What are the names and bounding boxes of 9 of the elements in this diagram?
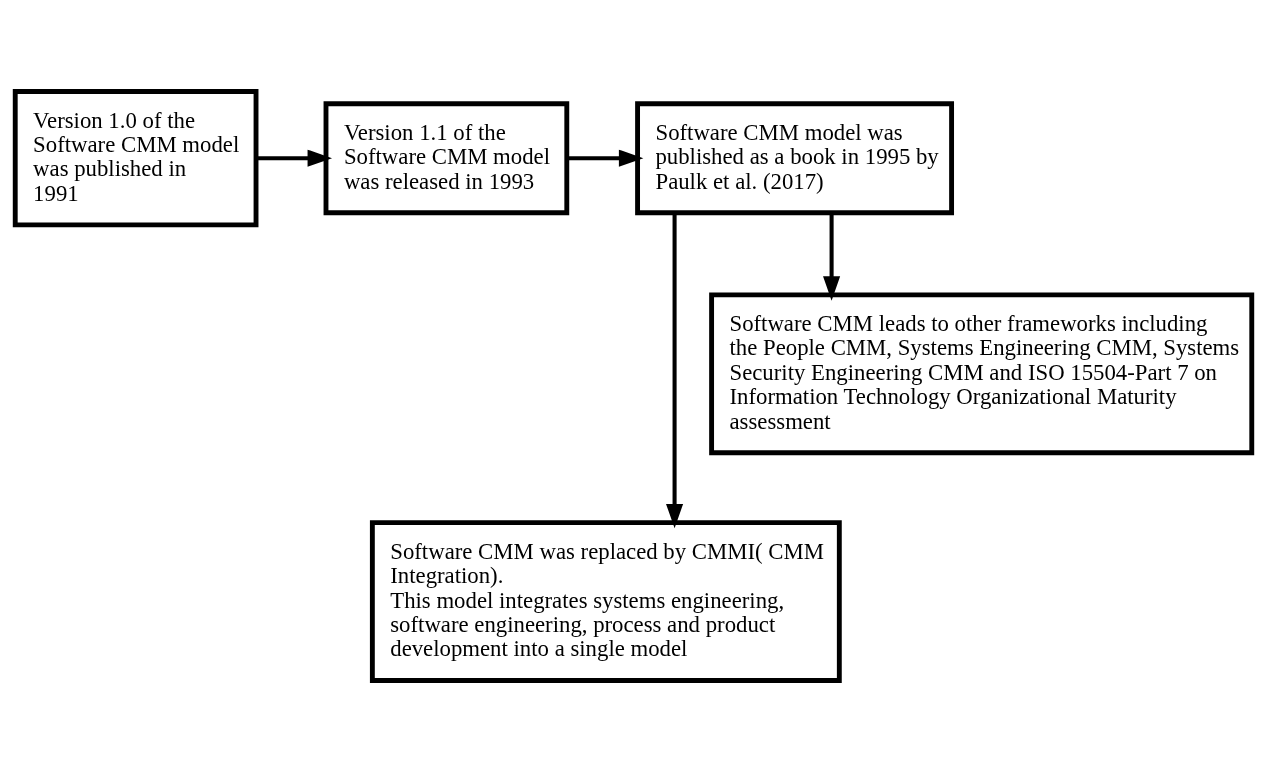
arrow: [256, 149, 332, 167]
node-box: Software CMM was replaced by CMMI( CMM Integration). This model integrates systems engineering, software engineering, process and product development into a single model: [369, 519, 842, 683]
node-box: Version 1.1 of the Software CMM model was released in 1993: [323, 100, 570, 215]
node-box: Software CMM leads to other frameworks including the People CMM, Systems Engineering CMM, Systems Security Engineering CMM and ISO 15504-Part 7 on Information Technology Organizational Maturity assessment: [709, 291, 1255, 455]
node-box: Software CMM model was published as a book in 1995 by Paulk et al. (2017): [635, 100, 955, 215]
arrow: [666, 212, 684, 528]
arrow: [823, 212, 841, 301]
arrow: [567, 149, 644, 167]
node-box: Version 1.0 of the Software CMM model was published in 1991: [12, 88, 259, 227]
